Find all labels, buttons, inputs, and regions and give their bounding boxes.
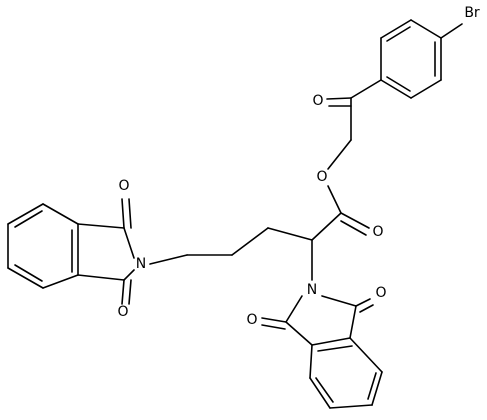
atom-o-ester-ether-label: O xyxy=(316,169,327,185)
ring-carbonyl-bond xyxy=(350,79,382,99)
atom-n-right-label: N xyxy=(307,282,317,298)
atom-o-ester-carbonyl-label: O xyxy=(372,224,383,240)
atom-o-right-left-label: O xyxy=(246,312,257,328)
alpha-chain-bond-1 xyxy=(267,227,313,241)
ch2-ether-o-bond xyxy=(327,139,352,170)
atom-o-right-right-label: O xyxy=(375,285,386,301)
atom-labels: Br O O O N O O N O O xyxy=(117,5,479,328)
atom-n-left-label: N xyxy=(136,256,146,272)
atom-o-left-bottom-label: O xyxy=(117,304,128,320)
bromophenyl-ring xyxy=(380,19,442,99)
ester-c-alpha-bond xyxy=(311,212,342,241)
ester-double-bond-a xyxy=(340,212,370,229)
ester-double-bond-b xyxy=(340,220,367,236)
c-br-bond xyxy=(440,23,463,39)
ether-o-ester-c-bond xyxy=(327,185,342,214)
ketone-double-bond-a xyxy=(326,97,352,100)
chain-bond-2 xyxy=(231,227,269,256)
atom-o-ketone-label: O xyxy=(312,93,323,109)
right-phthalimide xyxy=(261,295,383,409)
atom-br-label: Br xyxy=(464,5,480,21)
left-phthalimide xyxy=(7,198,135,305)
chain-bond-4 xyxy=(149,254,188,265)
atom-o-left-top-label: O xyxy=(118,178,129,194)
